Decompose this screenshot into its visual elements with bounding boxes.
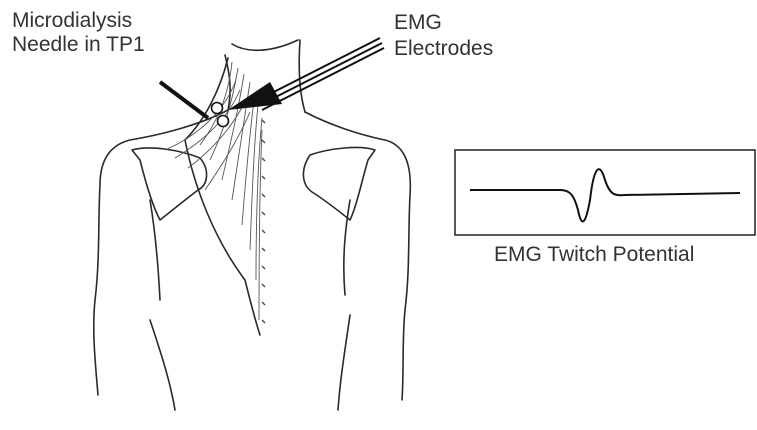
right-waist-line	[338, 315, 350, 410]
left-waist-line	[150, 320, 175, 410]
body-right-outline	[305, 112, 410, 400]
electrode-circle-2	[218, 116, 229, 127]
emg-waveform-box	[455, 150, 755, 235]
emg-electrode-arrow	[228, 82, 282, 110]
left-arm-inner	[150, 200, 160, 300]
spine-markers	[262, 120, 265, 323]
twitch-potential-label: EMG Twitch Potential	[494, 244, 694, 266]
needle-label-line1: Microdialysis	[12, 10, 132, 32]
electrode-circle-1	[212, 103, 223, 114]
right-scapula	[303, 148, 375, 220]
left-scapula	[132, 148, 207, 220]
neck-top-contour	[232, 40, 298, 50]
emg-label-line1: EMG	[394, 12, 442, 34]
neck-left-outline	[225, 55, 230, 110]
needle-pointer-line	[160, 82, 208, 118]
needle-label-line2: Needle in TP1	[12, 34, 145, 56]
right-arm-inner	[344, 200, 350, 295]
emg-label-line2: Electrodes	[394, 38, 493, 60]
